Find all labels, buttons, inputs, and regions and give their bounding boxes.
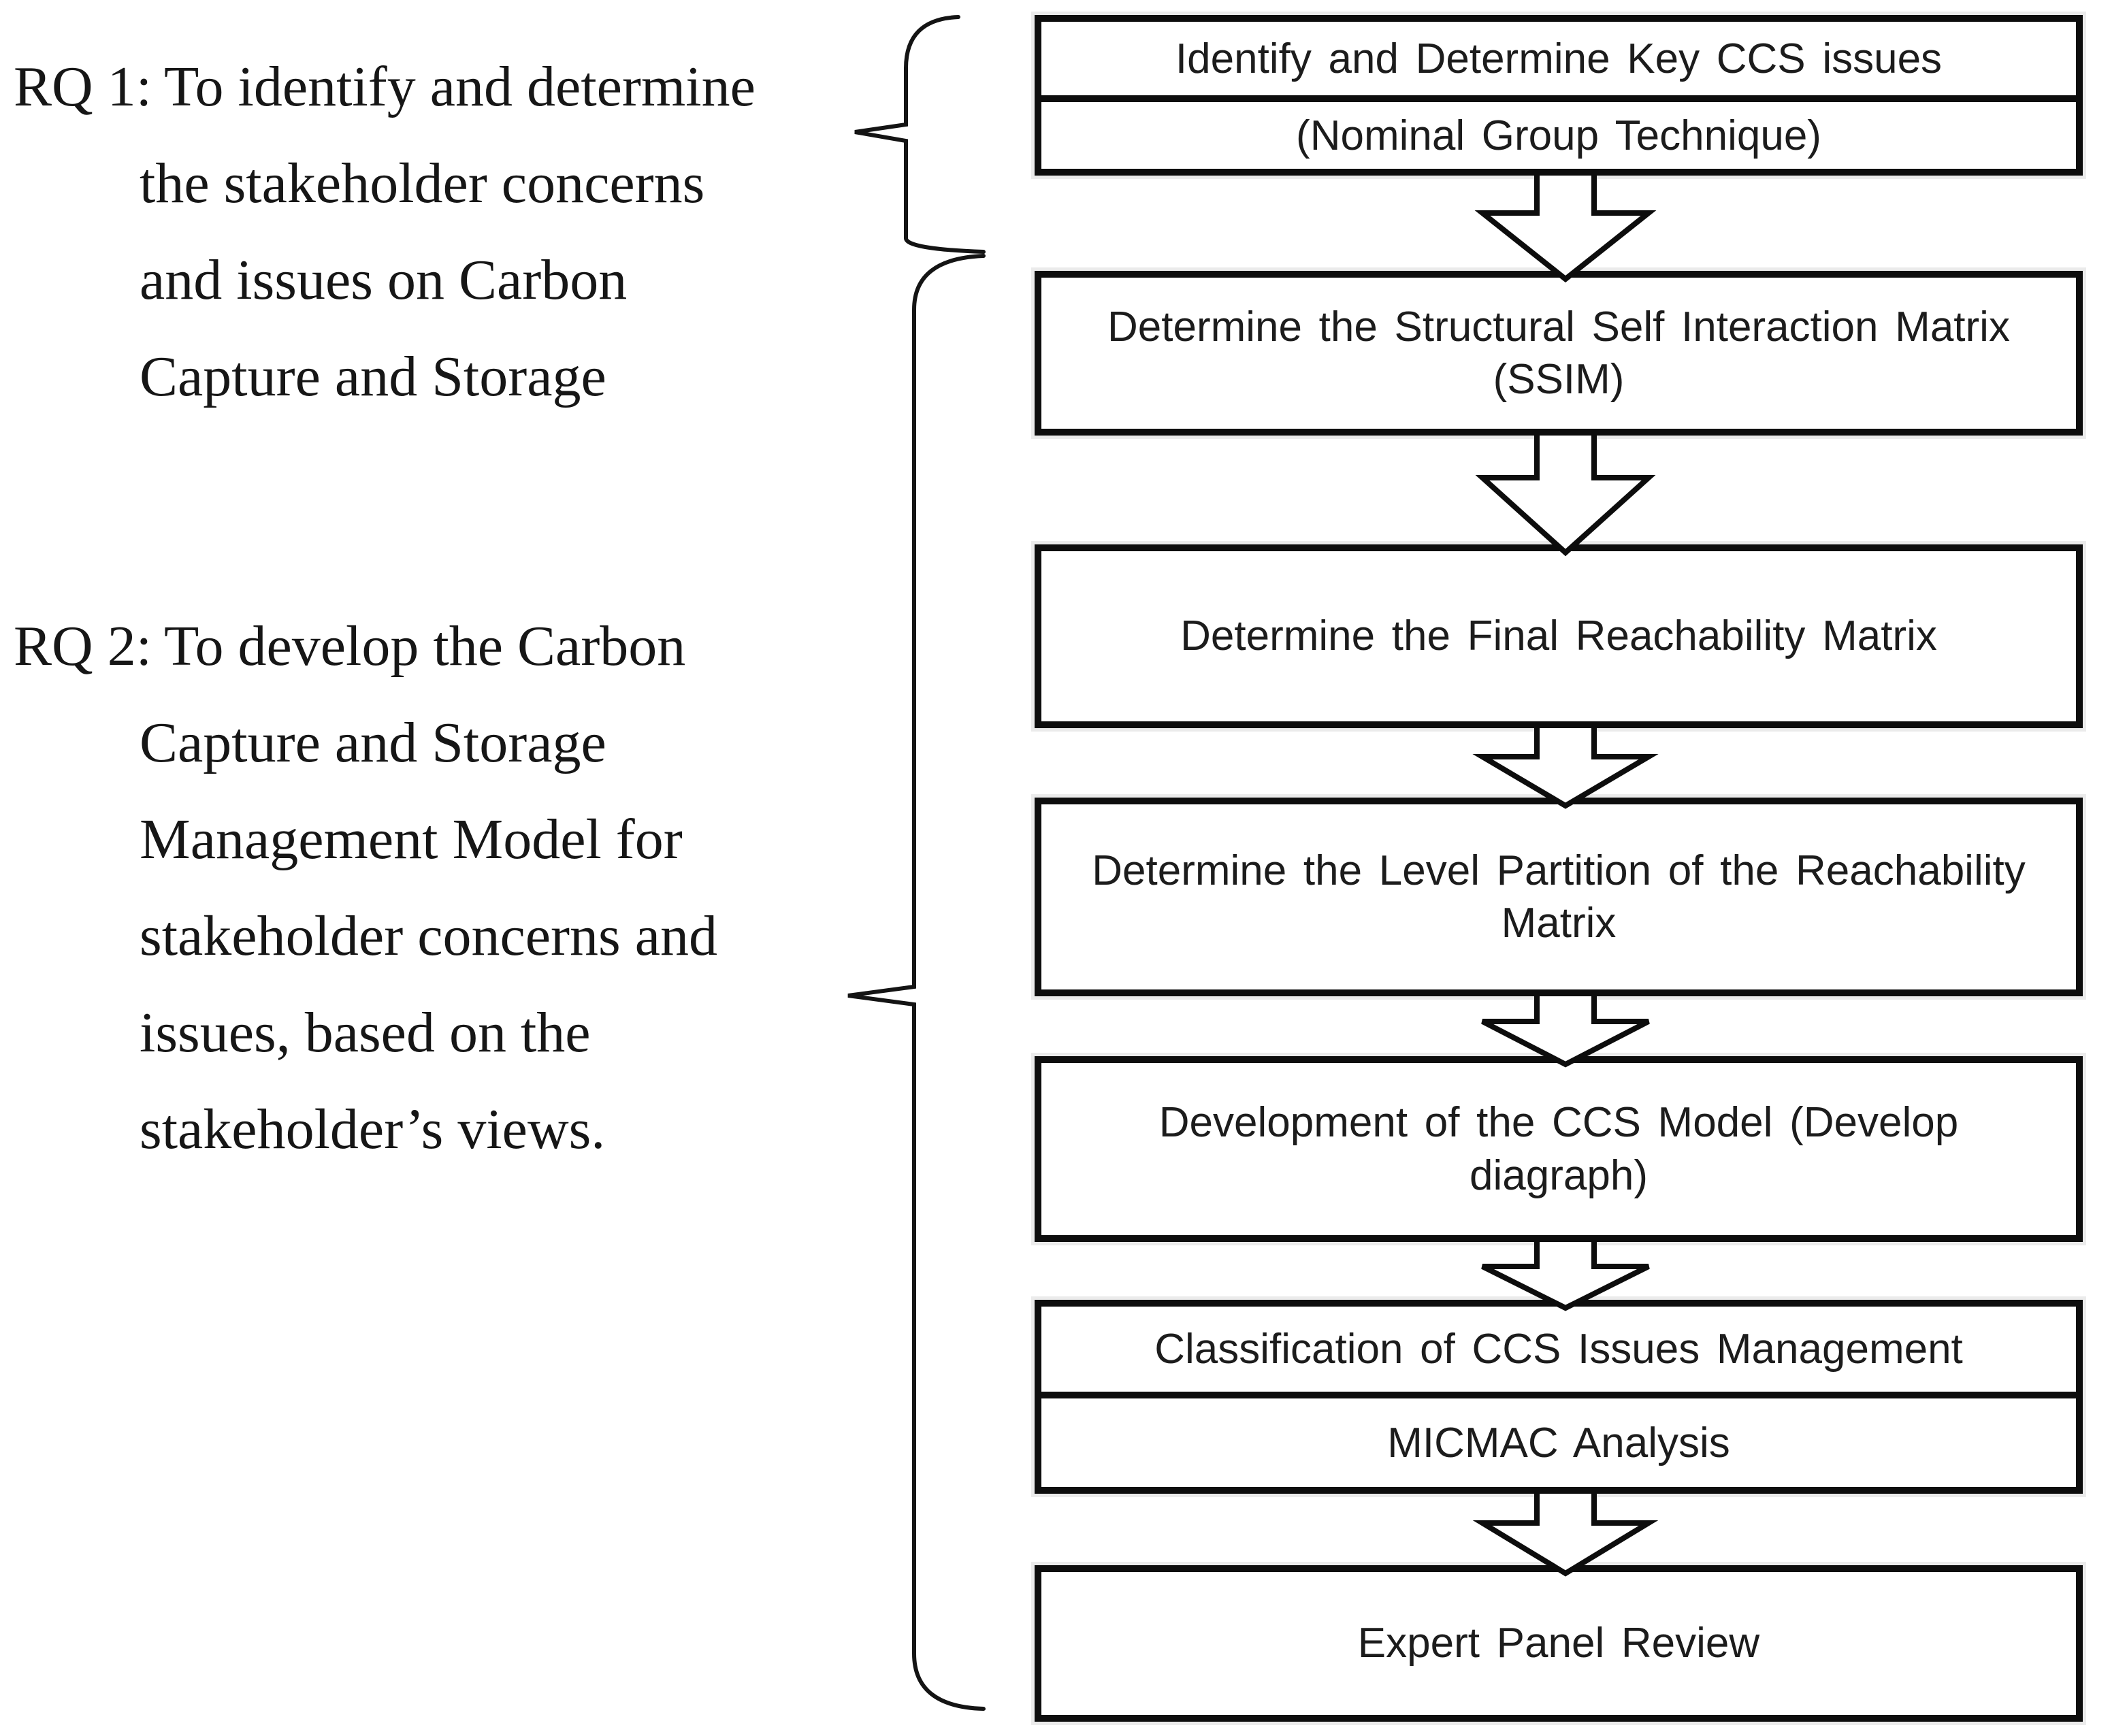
flow-step-classification-micmac: Classification of CCS Issues Management … xyxy=(1035,1300,2083,1494)
flow-step-expert-panel-review: Expert Panel Review xyxy=(1035,1565,2083,1722)
flow-step-identify-key-ccs-issues: Identify and Determine Key CCS issues (N… xyxy=(1035,15,2083,176)
grouping-braces xyxy=(847,15,986,1711)
flow-step-final-reachability-matrix: Determine the Final Reachability Matrix xyxy=(1035,544,2083,728)
step-text: (SSIM) xyxy=(1493,356,1625,403)
down-arrow-icon xyxy=(1481,1242,1650,1311)
step-text: Determine the Level Partition of the Rea… xyxy=(1092,847,2026,894)
step-text: Determine the Final Reachability Matrix xyxy=(1180,612,1937,660)
rq1-text: RQ 1:To identify and determine the stake… xyxy=(14,39,756,425)
flow-step-ccs-model-development: Development of the CCS Model (Develop di… xyxy=(1035,1056,2083,1242)
step-text: Expert Panel Review xyxy=(1357,1620,1760,1667)
flow-step-row: MICMAC Analysis xyxy=(1041,1398,2076,1487)
rq2-line-text: To develop the Carbon xyxy=(164,615,686,678)
down-arrow-icon xyxy=(1472,728,1659,809)
flow-step-row: Classification of CCS Issues Management xyxy=(1041,1307,2076,1398)
step-text: Development of the CCS Model (Develop xyxy=(1158,1099,1959,1146)
step-text: MICMAC Analysis xyxy=(1387,1419,1730,1467)
rq1-line: Capture and Storage xyxy=(140,345,606,408)
rq2-line: Management Model for xyxy=(140,808,683,871)
flow-step-row: (Nominal Group Technique) xyxy=(1041,102,2076,169)
down-arrow-icon xyxy=(1475,436,1656,557)
rq2-line: issues, based on the xyxy=(140,1001,591,1064)
rq2-line: stakeholder’s views. xyxy=(140,1098,606,1161)
rq1-line: the stakeholder concerns xyxy=(140,152,705,215)
step-text: Matrix xyxy=(1501,900,1617,947)
step-text: Classification of CCS Issues Management xyxy=(1154,1326,1963,1373)
flow-step-row: Identify and Determine Key CCS issues xyxy=(1041,22,2076,102)
flow-step-level-partition: Determine the Level Partition of the Rea… xyxy=(1035,798,2083,996)
step-text: Determine the Structural Self Interactio… xyxy=(1107,303,2010,350)
step-text: (Nominal Group Technique) xyxy=(1296,112,1821,159)
rq1-line-text: To identify and determine xyxy=(164,55,756,118)
rq2-line: Capture and Storage xyxy=(140,711,606,774)
rq1-label: RQ 1: xyxy=(14,55,152,118)
rq2-line: stakeholder concerns and xyxy=(140,904,717,968)
rq2-line: RQ 2:To develop the Carbon xyxy=(14,598,717,695)
rq2-label: RQ 2: xyxy=(14,615,152,678)
rq1-brace xyxy=(854,15,986,254)
flow-step-determine-ssim: Determine the Structural Self Interactio… xyxy=(1035,271,2083,436)
step-text: Identify and Determine Key CCS issues xyxy=(1175,35,1943,82)
down-arrow-icon xyxy=(1472,1494,1659,1577)
rq1-line: RQ 1:To identify and determine xyxy=(14,39,756,135)
rq2-text: RQ 2:To develop the Carbon Capture and S… xyxy=(14,598,717,1178)
rq1-line: and issues on Carbon xyxy=(140,248,628,312)
step-text: diagraph) xyxy=(1470,1151,1648,1199)
rq2-brace xyxy=(847,254,986,1711)
down-arrow-icon xyxy=(1474,176,1657,283)
down-arrow-icon xyxy=(1481,996,1650,1068)
